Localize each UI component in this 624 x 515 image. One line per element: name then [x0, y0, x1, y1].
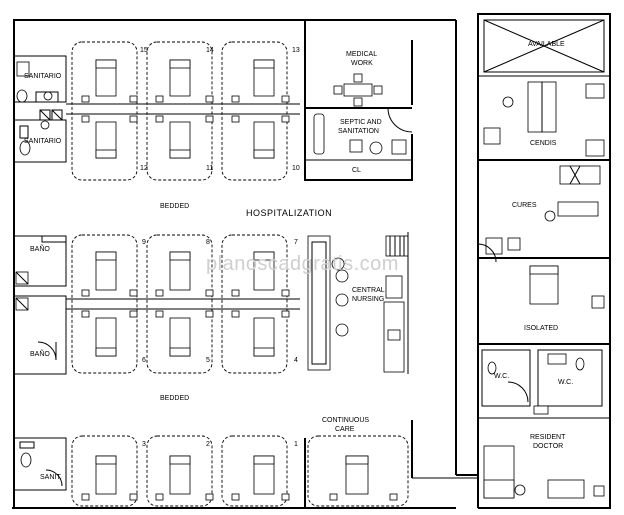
bed [95, 455, 117, 495]
bed [169, 251, 191, 291]
bed [95, 317, 117, 357]
bed [95, 59, 117, 97]
bed-number-3: 3 [142, 441, 146, 448]
room-label-sanitario-top: SANITARIO [24, 73, 62, 80]
bed [169, 317, 191, 357]
room-label-septic: SEPTIC AND [340, 119, 382, 126]
watermark: planoscadgratis.com [206, 253, 399, 275]
bed-number-9: 9 [142, 239, 146, 246]
upper-center-rooms [304, 20, 413, 181]
room-label-bano-top: BAÑO [30, 244, 50, 253]
bed [95, 251, 117, 291]
room-label-central: CENTRAL [352, 287, 385, 294]
central-nursing-station [307, 232, 409, 374]
bed-number-13-upper: 13 [292, 47, 300, 54]
room-label-sanit: SANIT. [40, 474, 62, 481]
bed-number-1: 1 [294, 441, 298, 448]
room-label-doctor: DOCTOR [533, 443, 563, 450]
area-label-bedded-top: BEDDED [160, 203, 189, 210]
bed [169, 455, 191, 495]
beds [95, 59, 369, 495]
room-label-wc-left: W.C. [494, 373, 509, 380]
bed-bays [66, 41, 409, 507]
bed-number-8: 8 [206, 239, 210, 246]
right-wing-rooms [477, 19, 610, 499]
room-label-sanitario-second: SANITARIO [24, 138, 62, 145]
room-label-bano-bottom: BAÑO [30, 349, 50, 358]
room-label-nursing: NURSING [352, 296, 384, 303]
bed [253, 455, 275, 495]
bed-number-10: 10 [292, 165, 300, 172]
bed-number-6: 6 [142, 357, 146, 364]
bed [253, 317, 275, 357]
bed [253, 251, 275, 291]
room-label-care: CARE [335, 426, 355, 433]
bed-number-15: 15 [140, 47, 148, 54]
bed-number-4: 4 [294, 357, 298, 364]
bed-number-5: 5 [206, 357, 210, 364]
room-label-isolated: ISOLATED [524, 325, 558, 332]
room-label-sanitation: SANITATION [338, 128, 379, 135]
continuous-care-room [304, 420, 413, 508]
bedside-tables [81, 95, 398, 501]
bed-number-14: 14 [206, 47, 214, 54]
bed-number-11: 11 [206, 165, 213, 172]
room-label-available: AVAILABLE [528, 41, 565, 48]
room-label-medical: MEDICAL [346, 51, 377, 58]
bed [169, 59, 191, 97]
room-label-continuous: CONTINUOUS [322, 417, 369, 424]
bed-number-12: 12 [140, 165, 148, 172]
left-service-rooms [13, 55, 67, 491]
bed-number-7: 7 [294, 239, 298, 246]
bed-numbers: 15 14 13 12 11 10 9 8 7 6 5 4 3 2 1 [140, 47, 300, 448]
bed [345, 455, 369, 495]
bed [253, 59, 275, 97]
room-labels: SANITARIO SANITARIO BAÑO BAÑO SANIT. MED… [24, 41, 573, 481]
room-label-wc-right: W.C. [558, 379, 573, 386]
room-label-resident: RESIDENT [530, 434, 566, 441]
bed-number-2: 2 [206, 441, 210, 448]
area-label-bedded-bottom: BEDDED [160, 395, 189, 402]
bed [253, 121, 275, 159]
room-label-cures: CURES [512, 202, 537, 209]
room-label-work: WORK [351, 60, 373, 67]
room-label-cl: CL [352, 167, 361, 174]
room-label-cendis: CENDIS [530, 140, 557, 147]
bed [95, 121, 117, 159]
area-label-hospitalization: HOSPITALIZATION [246, 208, 332, 218]
bed [169, 121, 191, 159]
